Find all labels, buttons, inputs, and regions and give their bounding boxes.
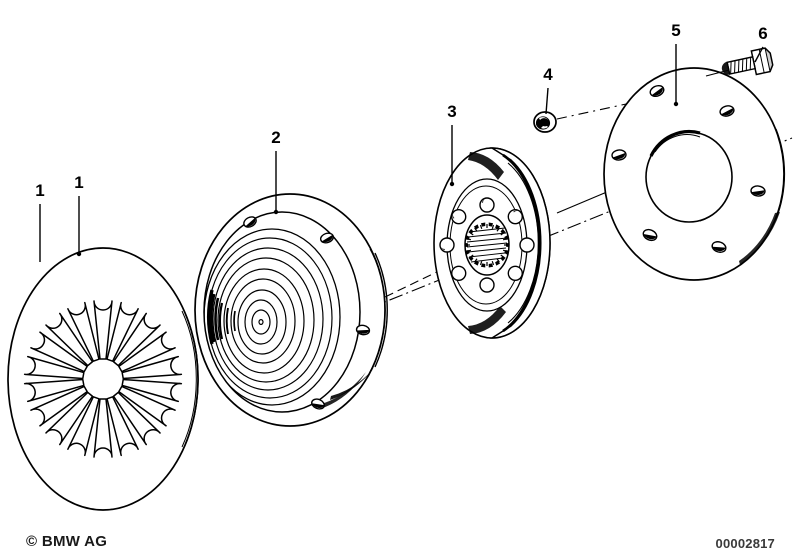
part-clutch-disc	[433, 147, 551, 339]
disc-hub-assembly	[439, 178, 535, 312]
callout-6: 6	[754, 24, 768, 63]
callout-1b: 1	[74, 173, 84, 257]
callout-1a: 1	[35, 181, 45, 262]
copyright-notice: © BMW AG	[26, 533, 108, 550]
callout-4: 4	[543, 65, 553, 115]
callout-1a-label: 1	[35, 181, 44, 200]
housing-concentric-rings	[204, 228, 341, 406]
callout-layer: 1 1 2 3 4	[35, 21, 768, 262]
callout-2-label: 2	[271, 128, 280, 147]
leader-disc-to-flange	[556, 188, 615, 214]
part-clutch-housing	[194, 193, 388, 427]
callout-5: 5	[671, 21, 681, 107]
callout-3: 3	[447, 102, 457, 187]
callout-3-label: 3	[447, 102, 456, 121]
callout-2: 2	[271, 128, 281, 215]
part-diaphragm-spring	[7, 247, 199, 511]
flange-bolt-holes	[611, 84, 766, 253]
housing-bolt-holes	[243, 216, 371, 410]
callout-1b-label: 1	[74, 173, 83, 192]
part-flange-plate	[603, 67, 786, 281]
center-axis	[344, 137, 793, 319]
drawing-number: 00002817	[715, 536, 775, 551]
diaphragm-fingers	[23, 300, 183, 458]
part-nut	[533, 111, 557, 133]
callout-4-label: 4	[543, 65, 553, 84]
callout-6-label: 6	[758, 24, 767, 43]
callout-5-label: 5	[671, 21, 680, 40]
